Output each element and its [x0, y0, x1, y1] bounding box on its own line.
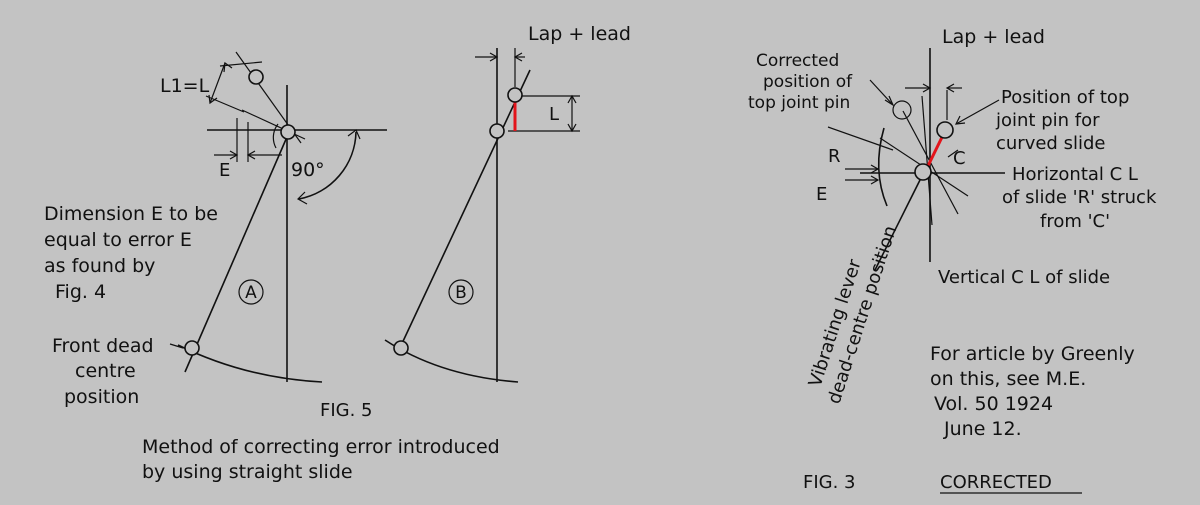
fig5-diagram-a [169, 51, 387, 383]
lever-line-a [184, 129, 291, 373]
lever-line-b [397, 69, 531, 353]
fig5-diagram-b [384, 48, 580, 383]
l-arrow-upper [567, 94, 577, 104]
radial-line-1 [921, 95, 933, 226]
corrected-pos-line-1: Corrected [756, 51, 839, 71]
corrected-pos-line-3: top joint pin [748, 93, 850, 113]
l1-arrow-lower [208, 94, 218, 105]
lap-arrow-left-fig3 [922, 83, 932, 93]
angle-arc-small [272, 123, 279, 149]
circle-a-marker [238, 279, 264, 305]
e-arrowhead-1 [870, 164, 880, 174]
centre-pin-b [489, 123, 505, 139]
e-label: E [219, 160, 230, 181]
angle-arrow-bottom [297, 191, 308, 205]
front-dead-line-3: position [64, 386, 139, 408]
e-arrow-left [229, 150, 239, 160]
corrected-pos-line-2: position of [763, 72, 853, 92]
e-arrowhead-2 [870, 175, 880, 185]
note-line-1: Dimension E to be [44, 203, 218, 225]
fig3-diagram [827, 48, 1005, 271]
circle-b-marker [448, 279, 474, 305]
top-joint-pin-a [248, 69, 264, 85]
lap-arrow-left [489, 52, 499, 62]
l1-extension-upper [219, 61, 263, 67]
centre-pin-a [280, 124, 296, 140]
front-dead-line-2: centre [75, 360, 136, 382]
note-line-4: Fig. 4 [55, 281, 106, 303]
lap-arrow-right [513, 52, 523, 62]
l1-dimension-line [209, 62, 226, 104]
l1-label: L1=L [160, 75, 210, 97]
lap-lead-label-fig5: Lap + lead [528, 23, 631, 45]
centre-pin-fig3 [914, 163, 932, 181]
slide-arc-r [877, 127, 888, 207]
r-leader [827, 126, 894, 151]
corrected-leader [869, 79, 894, 106]
position-leader-arrow [954, 115, 966, 125]
l1-arrow-upper [223, 61, 233, 73]
top-joint-pin-curved [936, 121, 954, 139]
vibrating-lever-line [874, 173, 924, 271]
r-label: R [828, 146, 841, 167]
horizontal-line-3: from 'C' [1040, 211, 1110, 232]
article-line-4: June 12. [943, 418, 1022, 440]
vertical-cl-label: Vertical C L of slide [938, 267, 1110, 288]
corrected-pin [892, 100, 912, 120]
lap-arrow-right-fig3 [945, 83, 955, 93]
top-joint-pin-b [507, 87, 523, 103]
front-dead-pin [184, 340, 200, 356]
corrected-leader-arrow [884, 95, 895, 107]
front-dead-line-1: Front dead [52, 335, 154, 357]
circle-b-label: B [455, 283, 467, 303]
lap-lead-label-fig3: Lap + lead [942, 26, 1045, 48]
article-line-1: For article by Greenly [930, 343, 1135, 365]
l-label: L [549, 104, 559, 125]
corrected-title: CORRECTED [940, 472, 1052, 493]
caption-line-2: by using straight slide [142, 461, 353, 483]
note-line-3: as found by [44, 255, 155, 277]
article-line-2: on this, see M.E. [930, 368, 1086, 390]
angle-label: 90° [291, 159, 325, 181]
position-top-line-3: curved slide [996, 133, 1105, 154]
e-arrow-right [246, 150, 256, 160]
c-leader [947, 149, 959, 158]
position-top-line-2: joint pin for [995, 110, 1100, 131]
horizontal-line-1: Horizontal C L [1012, 164, 1138, 185]
fig3-label: FIG. 3 [803, 472, 856, 493]
c-label: C [953, 148, 966, 169]
article-line-3: Vol. 50 1924 [934, 393, 1053, 415]
front-dead-leader [169, 343, 184, 349]
front-dead-pin-b [393, 340, 409, 356]
position-top-line-1: Position of top [1001, 87, 1129, 108]
circle-a-label: A [245, 283, 257, 303]
l-arrow-lower [567, 123, 577, 133]
note-line-2: equal to error E [44, 229, 192, 251]
angle-arc-90 [298, 131, 357, 200]
fig5-label: FIG. 5 [320, 400, 373, 421]
caption-line-1: Method of correcting error introduced [142, 436, 500, 458]
e-label-fig3: E [816, 184, 827, 205]
l1-extension-lower [205, 95, 245, 113]
position-leader [955, 99, 1000, 125]
angle-arrow-top [347, 129, 361, 140]
horizontal-line-2: of slide 'R' struck [1002, 187, 1157, 208]
